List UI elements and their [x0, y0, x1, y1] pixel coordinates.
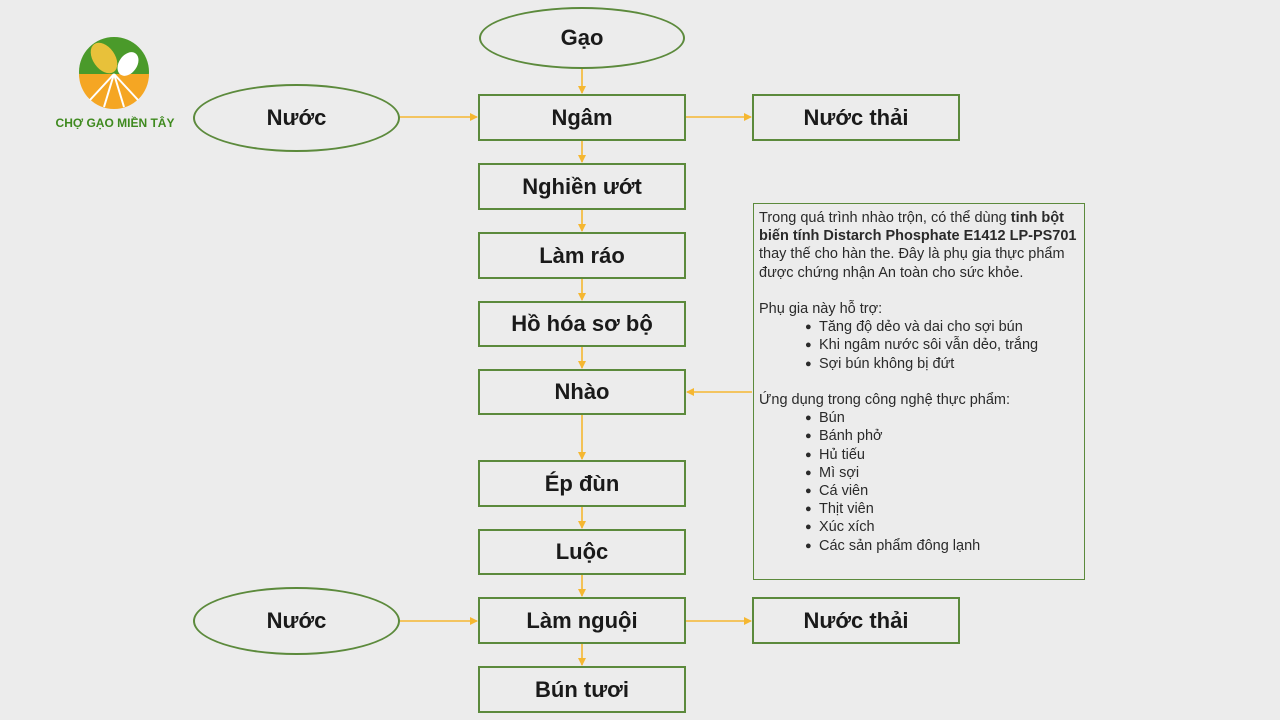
list-item: Tăng độ dẻo và dai cho sợi bún: [805, 318, 1079, 336]
list-item: Xúc xích: [805, 518, 1079, 536]
node-nuoc-thai-1: Nước thải: [752, 94, 960, 141]
list-item: Thịt viên: [805, 500, 1079, 518]
node-lam-rao: Làm ráo: [478, 232, 686, 279]
node-ep-dun: Ép đùn: [478, 460, 686, 507]
note-intro-text: Trong quá trình nhào trộn, có thể dùng: [759, 210, 1011, 226]
node-nhao: Nhào: [478, 369, 686, 415]
list-item: Khi ngâm nước sôi vẫn dẻo, trắng: [805, 336, 1079, 354]
node-nuoc-thai-2: Nước thải: [752, 597, 960, 644]
brand-logo: CHỢ GẠO MIỀN TÂY: [40, 34, 190, 134]
note-apps-list: Bún Bánh phở Hủ tiếu Mì sợi Cá viên Thịt…: [759, 409, 1079, 555]
node-ho-hoa-so-bo: Hồ hóa sơ bộ: [478, 301, 686, 347]
list-item: Hủ tiếu: [805, 446, 1079, 464]
node-nghien-uot: Nghiền ướt: [478, 163, 686, 210]
note-intro-text-2: thay thế cho hàn the. Đây là phụ gia thự…: [759, 246, 1065, 281]
additive-note-box: Trong quá trình nhào trộn, có thể dùng t…: [753, 203, 1085, 580]
node-gao: Gạo: [479, 7, 685, 69]
note-support-heading: Phụ gia này hỗ trợ:: [759, 301, 883, 317]
node-lam-nguoi: Làm nguội: [478, 597, 686, 644]
note-support-list: Tăng độ dẻo và dai cho sợi bún Khi ngâm …: [759, 318, 1079, 373]
node-nuoc-input-2: Nước: [193, 587, 400, 655]
node-bun-tuoi: Bún tươi: [478, 666, 686, 713]
logo-text: CHỢ GẠO MIỀN TÂY: [55, 116, 175, 130]
note-intro-bold: tinh bột biến tính Distarch Phosphate E1…: [759, 210, 1077, 245]
node-ngam: Ngâm: [478, 94, 686, 141]
note-intro: Trong quá trình nhào trộn, có thể dùng t…: [759, 209, 1079, 282]
list-item: Các sản phẩm đông lạnh: [805, 537, 1079, 555]
list-item: Cá viên: [805, 482, 1079, 500]
list-item: Bánh phở: [805, 427, 1079, 445]
list-item: Mì sợi: [805, 464, 1079, 482]
note-apps-heading: Ứng dụng trong công nghệ thực phẩm:: [759, 392, 1011, 408]
list-item: Bún: [805, 409, 1079, 427]
node-luoc: Luộc: [478, 529, 686, 575]
list-item: Sợi bún không bị đứt: [805, 355, 1079, 373]
rice-grain-sun-logo-icon: [79, 37, 149, 109]
node-nuoc-input-1: Nước: [193, 84, 400, 152]
